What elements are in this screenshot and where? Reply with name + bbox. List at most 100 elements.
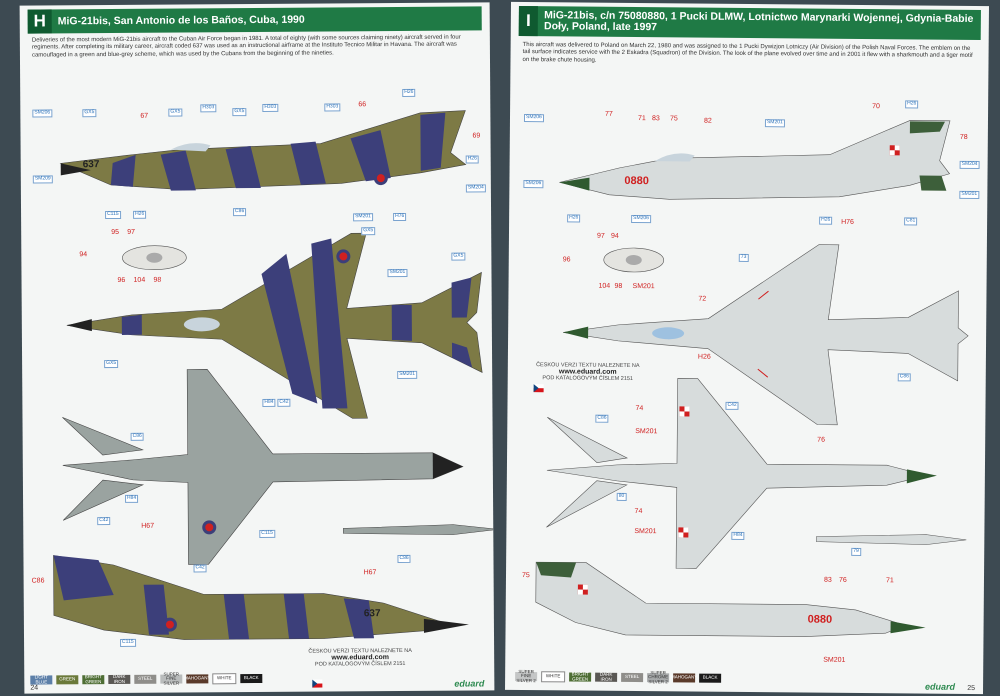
callout-number: 66 xyxy=(358,101,367,109)
callout-label: H26 xyxy=(133,210,147,219)
eduard-url-link[interactable]: www.eduard.com xyxy=(558,367,617,376)
callout-number: 83 xyxy=(651,115,660,123)
callout-number: 95 xyxy=(111,228,120,237)
callout-number: H76 xyxy=(841,218,854,226)
callout-label: GX5 xyxy=(168,108,183,117)
callout-label: C42 xyxy=(97,517,111,525)
callout-number: 76 xyxy=(817,436,826,444)
legend-item: SUPER CHROME SILVER 2 xyxy=(647,669,670,685)
callout-label: H26 xyxy=(905,100,919,108)
callout-label: SM206 xyxy=(523,114,544,122)
callout-label: C42 xyxy=(193,564,207,572)
top-view-left xyxy=(66,232,483,419)
callout-number: 104 xyxy=(598,282,611,290)
callout-label: C86 xyxy=(233,208,247,216)
callout-label: H76 xyxy=(393,212,407,221)
nose-detail-left xyxy=(603,247,665,273)
legend-item: WHITE xyxy=(541,671,567,683)
callout-label: H303 xyxy=(324,103,341,112)
legend-item: BRIGHT GREEN xyxy=(569,671,593,682)
callout-label: SM204 xyxy=(465,184,486,193)
callout-number: H67 xyxy=(141,522,155,530)
callout-label: SM204 xyxy=(959,160,980,169)
callout-label: C115 xyxy=(120,638,136,647)
czech-flag-icon xyxy=(533,384,544,393)
page-number: 24 xyxy=(30,684,39,692)
callout-label: H84 xyxy=(125,494,139,503)
legend-item: DARK IRON xyxy=(108,674,132,685)
side-view-left xyxy=(559,120,951,200)
aircraft-code-side: 0880 xyxy=(624,174,649,188)
callout-label: SM206 xyxy=(523,180,544,188)
callout-label: H303 xyxy=(262,103,279,112)
callout-label: SM201 xyxy=(397,370,418,379)
callout-number: 78 xyxy=(959,133,968,141)
callout-label: GX5 xyxy=(361,227,376,235)
callout-label: H26 xyxy=(819,216,833,225)
legend-item: MAHOGANY xyxy=(184,673,210,684)
callout-number: H67 xyxy=(363,569,377,577)
callout-label: H84 xyxy=(731,531,745,540)
callout-number: 83 xyxy=(823,576,832,584)
legend-item: STEEL xyxy=(621,672,645,683)
callout-label: C86 xyxy=(130,432,144,441)
callout-number: SM201 xyxy=(632,282,655,291)
callout-label: 73 xyxy=(738,253,749,262)
callout-label: C86 xyxy=(595,414,609,423)
legend-item: BLACK xyxy=(699,673,723,684)
callout-number: 72 xyxy=(698,295,707,303)
callout-number: 77 xyxy=(605,110,613,118)
callout-number: C86 xyxy=(31,577,45,585)
aircraft-code-side-2: 0880 xyxy=(807,613,833,626)
callout-label: SM206 xyxy=(32,109,53,118)
aircraft-code-side-2: 637 xyxy=(363,608,381,620)
callout-number: 104 xyxy=(133,276,146,284)
callout-number: 69 xyxy=(472,132,481,140)
legend-item: MAHOGANY xyxy=(671,672,697,683)
callout-number: 96 xyxy=(117,276,126,284)
callout-label: 79 xyxy=(851,547,861,556)
callout-number: 98 xyxy=(153,276,162,284)
czech-note-line2: POD KATALOGOVÝM ČÍSLEM 2151 xyxy=(542,375,634,383)
legend-item: SUPER FINE SILVER 2 xyxy=(515,668,538,683)
callout-label: C115 xyxy=(259,529,275,538)
polish-mig21-drawings xyxy=(535,120,969,637)
paint-legend-left: LIGHT BLUE GREEN BRIGHT GREEN DARK IRON … xyxy=(30,671,290,686)
bottom-view-left xyxy=(62,369,495,565)
page-number: 25 xyxy=(967,684,976,693)
callout-number: 97 xyxy=(596,232,605,240)
eduard-logo: eduard xyxy=(454,678,485,689)
callout-number: SM201 xyxy=(823,656,846,664)
czech-text-note: ČESKOU VERZI TEXTU NALEZNETE NA www.edua… xyxy=(528,362,648,383)
callout-label: SM201 xyxy=(959,190,980,199)
callout-label: C115 xyxy=(105,210,121,219)
callout-label: SM201 xyxy=(353,213,373,221)
bottom-view-left xyxy=(546,378,967,569)
instruction-page-right: I MiG-21bis, c/n 75080880, 1 Pucki DLMW,… xyxy=(505,1,989,695)
callout-label: GX5 xyxy=(451,252,466,261)
czech-text-note: ČESKOU VERZI TEXTU NALEZNETE NA www.edua… xyxy=(290,648,430,668)
legend-item: BLACK xyxy=(240,673,264,684)
callout-number: 97 xyxy=(127,228,136,236)
czech-note-line2: POD KATALOGOVÝM ČÍSLEM 2151 xyxy=(314,660,406,668)
nose-detail-left xyxy=(122,245,187,271)
callout-label: C86 xyxy=(897,373,911,381)
callout-label: SM206 xyxy=(631,214,651,223)
callout-label: SM201 xyxy=(764,119,785,127)
callout-label: H26 xyxy=(567,214,581,223)
callout-label: C42 xyxy=(725,401,739,410)
legend-item: GREEN xyxy=(56,674,80,685)
callout-number: 94 xyxy=(79,251,88,259)
callout-number: 94 xyxy=(610,232,619,240)
side-view-right xyxy=(535,561,926,637)
callout-number: SM201 xyxy=(634,528,657,536)
legend-item: WHITE xyxy=(212,673,238,685)
legend-item: SUPER FINE SILVER xyxy=(160,671,184,685)
callout-label: C42 xyxy=(277,398,291,407)
side-view-right xyxy=(53,555,469,640)
eduard-url-link[interactable]: www.eduard.com xyxy=(331,653,390,661)
callout-label: H26 xyxy=(402,88,416,97)
legend-item: DARK IRON xyxy=(595,672,619,683)
callout-label: SM209 xyxy=(32,175,53,184)
legend-item: STEEL xyxy=(134,674,158,685)
